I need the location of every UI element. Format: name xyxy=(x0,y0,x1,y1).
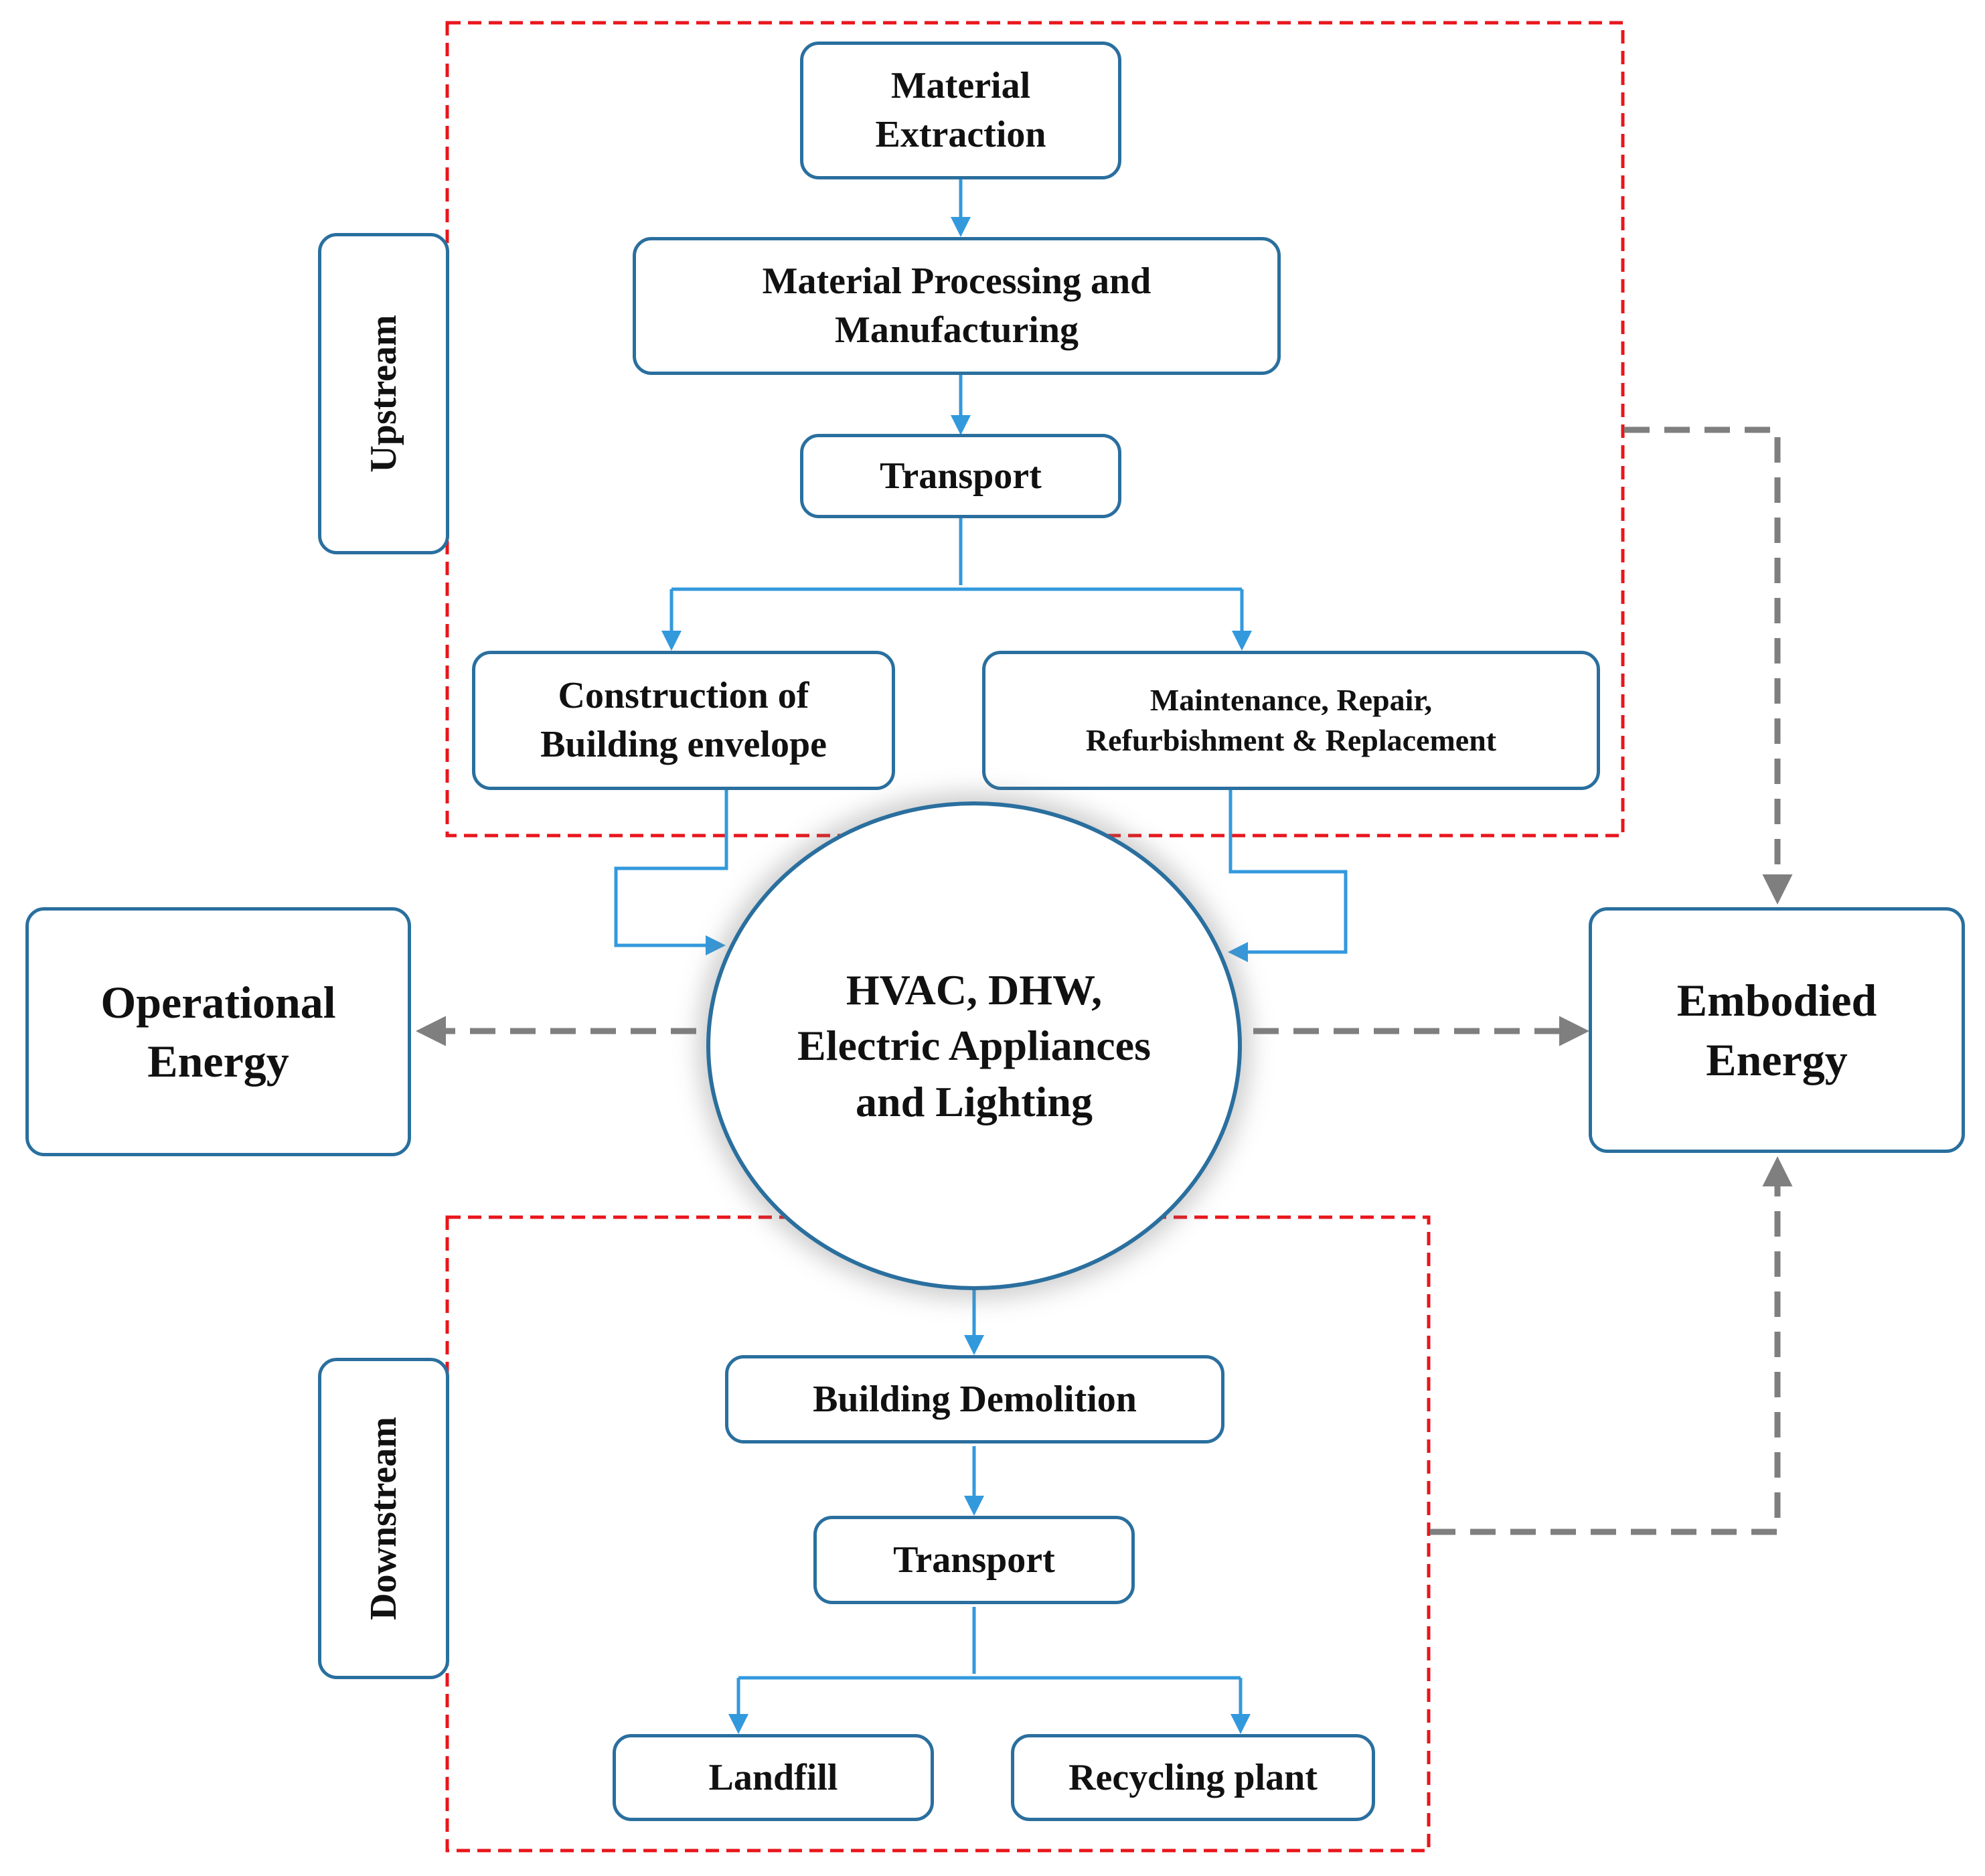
use-phase-text: HVAC, DHW, Electric Appliances and Light… xyxy=(797,966,1151,1125)
demolition-text: Building Demolition xyxy=(813,1378,1137,1420)
embodied-energy-text: Embodied Energy xyxy=(1676,975,1877,1085)
material-extraction-text: Material Extraction xyxy=(875,65,1046,155)
downstream-stage-label: Downstream xyxy=(318,1358,449,1679)
upstream-transport-text: Transport xyxy=(880,455,1042,497)
arrow-maintenance-to-hub xyxy=(1228,790,1348,962)
material-extraction-box: Material Extraction xyxy=(800,42,1121,179)
operational-energy-text: Operational Energy xyxy=(100,976,336,1087)
landfill-text: Landfill xyxy=(708,1756,838,1798)
downstream-transport-box: Transport xyxy=(813,1516,1135,1604)
upstream-transport-box: Transport xyxy=(800,434,1121,518)
downstream-label-text: Downstream xyxy=(363,1417,404,1620)
recycling-plant-text: Recycling plant xyxy=(1068,1756,1318,1798)
construction-box: Construction of Building envelope xyxy=(472,651,895,790)
arrow-upstream-to-embodied-energy xyxy=(1624,426,1793,905)
construction-text: Construction of Building envelope xyxy=(540,675,827,765)
use-phase-circle: HVAC, DHW, Electric Appliances and Light… xyxy=(706,801,1242,1290)
downstream-transport-text: Transport xyxy=(893,1539,1055,1581)
demolition-box: Building Demolition xyxy=(725,1355,1224,1443)
recycling-plant-box: Recycling plant xyxy=(1011,1734,1375,1821)
operational-energy-box: Operational Energy xyxy=(25,907,411,1156)
upstream-stage-label: Upstream xyxy=(318,233,449,554)
landfill-box: Landfill xyxy=(613,1734,934,1821)
embodied-energy-box: Embodied Energy xyxy=(1589,907,1965,1153)
arrow-construction-to-hub xyxy=(614,790,728,955)
arrow-downstream-to-embodied-energy xyxy=(1430,1156,1793,1535)
maintenance-box: Maintenance, Repair, Refurbishment & Rep… xyxy=(982,651,1600,790)
upstream-label-text: Upstream xyxy=(363,315,404,473)
material-processing-box: Material Processing and Manufacturing xyxy=(633,237,1281,375)
maintenance-text: Maintenance, Repair, Refurbishment & Rep… xyxy=(1085,683,1497,757)
material-processing-text: Material Processing and Manufacturing xyxy=(762,260,1152,351)
